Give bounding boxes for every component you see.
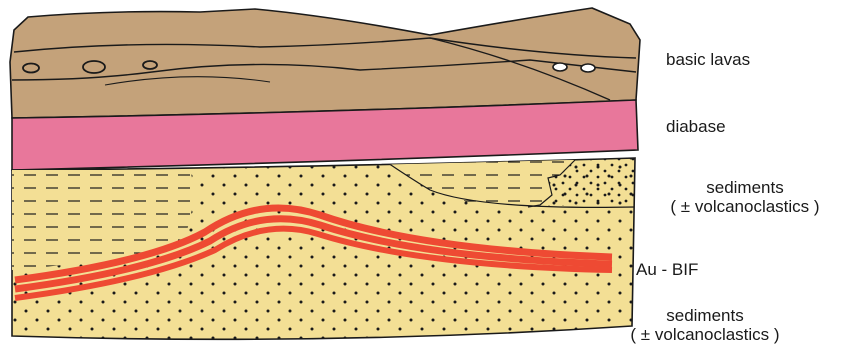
label-upper-sediments-line2: ( ± volcanoclastics ) — [640, 197, 850, 216]
label-upper-sediments-line1: sediments — [640, 178, 850, 197]
label-diabase: diabase — [666, 117, 726, 136]
label-basic-lavas: basic lavas — [666, 50, 750, 69]
label-lower-sediments-line2: ( ± volcanoclastics ) — [600, 325, 810, 344]
label-upper-sediments: sediments ( ± volcanoclastics ) — [640, 178, 850, 216]
label-lower-sediments-line1: sediments — [600, 306, 810, 325]
label-lower-sediments: sediments ( ± volcanoclastics ) — [600, 306, 810, 344]
basic-lavas-layer — [10, 8, 640, 118]
label-au-bif: Au - BIF — [636, 260, 698, 279]
vesicle — [581, 64, 595, 72]
vesicle — [553, 63, 567, 71]
